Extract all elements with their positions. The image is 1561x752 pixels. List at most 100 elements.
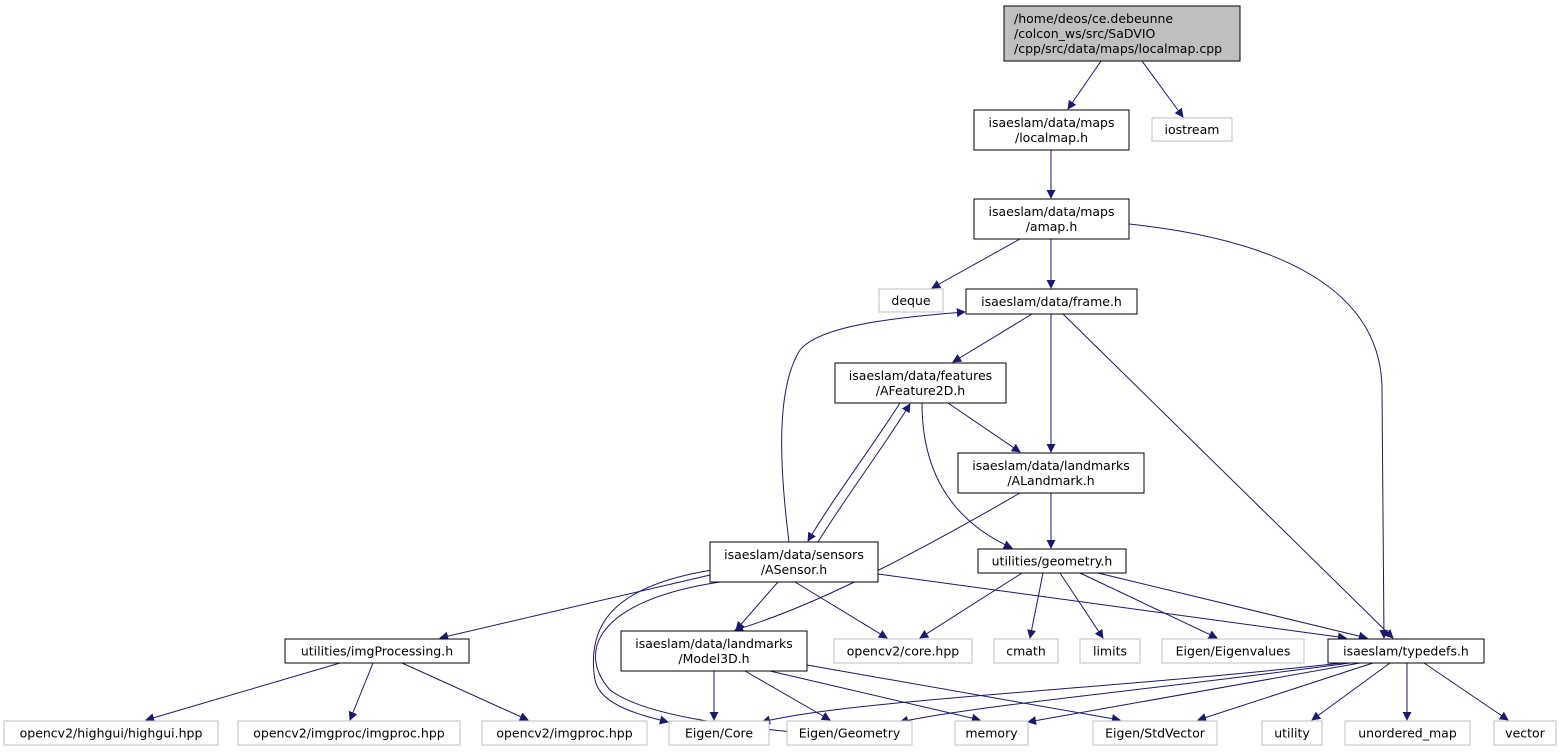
node-box <box>973 198 1130 240</box>
node-box <box>284 638 470 664</box>
node-box <box>3 720 219 746</box>
node-asensor-h[interactable]: isaeslam/data/sensors/ASensor.h <box>709 541 879 583</box>
node-label-line: limits <box>1093 644 1127 659</box>
node-cv-core: opencv2/core.hpp <box>833 638 973 664</box>
node-localmap-h[interactable]: isaeslam/data/maps/localmap.h <box>973 109 1130 151</box>
node-label-line: isaeslam/data/maps <box>988 115 1114 130</box>
edge-geometry_h-to-typedefs_h <box>1097 572 1368 641</box>
node-cmath: cmath <box>993 638 1059 664</box>
edge-typedefs_h-to-vector <box>1423 662 1509 721</box>
nodes-layer: /home/deos/ce.debeunne/colcon_ws/src/SaD… <box>3 5 1557 746</box>
edge-model3d_h-to-memory <box>769 670 981 723</box>
node-label-line: isaeslam/data/frame.h <box>981 294 1122 309</box>
node-label-line: vector <box>1505 726 1546 741</box>
node-eigen-core: Eigen/Core <box>668 720 770 746</box>
node-label-line: /cpp/src/data/maps/localmap.cpp <box>1014 41 1222 56</box>
node-frame-h[interactable]: isaeslam/data/frame.h <box>965 288 1138 315</box>
node-box <box>709 541 879 583</box>
node-label-line: /ASensor.h <box>761 562 827 577</box>
node-label-line: isaeslam/data/landmarks <box>972 458 1129 473</box>
node-box <box>1092 720 1218 746</box>
node-iostream: iostream <box>1151 117 1233 142</box>
node-label-line: utilities/imgProcessing.h <box>301 644 453 659</box>
edge-typedefs_h-to-stdvector <box>1197 662 1374 722</box>
node-label-line: /colcon_ws/src/SaDVIO <box>1014 26 1156 41</box>
node-amap-h[interactable]: isaeslam/data/maps/amap.h <box>973 198 1130 240</box>
node-box <box>1079 638 1141 664</box>
node-label-line: unordered_map <box>1358 726 1457 741</box>
edge-frame_h-to-typedefs_h <box>1062 313 1394 639</box>
node-label-line: memory <box>965 726 1018 741</box>
node-label-line: /home/deos/ce.debeunne <box>1014 11 1173 26</box>
edge-asensor_h-to-model3d_h <box>735 581 779 631</box>
node-imgprocessing-h[interactable]: utilities/imgProcessing.h <box>284 638 470 664</box>
node-root[interactable]: /home/deos/ce.debeunne/colcon_ws/src/SaD… <box>1003 5 1241 62</box>
node-unordered-map: unordered_map <box>1344 720 1471 746</box>
node-box <box>1344 720 1471 746</box>
node-label-line: cmath <box>1006 644 1046 659</box>
node-afeature2d-h[interactable]: isaeslam/data/features/AFeature2D.h <box>834 362 1007 404</box>
node-box <box>965 288 1138 315</box>
edge-afeature2d_h-to-asensor_h <box>807 402 901 542</box>
edge-frame_h-to-afeature2d_h <box>952 313 1033 363</box>
node-model3d-h[interactable]: isaeslam/data/landmarks/Model3D.h <box>620 630 808 672</box>
edge-geometry_h-to-cv_core <box>919 572 1023 639</box>
edge-imgprocessing_h-to-imgproc_nested <box>348 662 374 721</box>
node-box <box>977 548 1127 574</box>
node-box <box>237 720 461 746</box>
node-imgproc-nested: opencv2/imgproc/imgproc.hpp <box>237 720 461 746</box>
node-limits: limits <box>1079 638 1141 664</box>
edge-afeature2d_h-to-alandmark_h <box>947 402 1021 453</box>
edge-asensor_h-to-imgprocessing_h <box>439 574 711 641</box>
node-label-line: deque <box>891 293 930 308</box>
node-geometry-h[interactable]: utilities/geometry.h <box>977 548 1127 574</box>
node-deque: deque <box>878 288 944 313</box>
node-label-line: opencv2/highgui/highgui.hpp <box>20 726 203 741</box>
node-box <box>1151 117 1233 142</box>
node-label-line: isaeslam/data/landmarks <box>635 636 792 651</box>
node-eigen-geometry: Eigen/Geometry <box>786 720 913 746</box>
node-vector: vector <box>1493 720 1557 746</box>
edge-afeature2d_h-to-geometry_h <box>921 402 1013 549</box>
node-label-line: iostream <box>1165 122 1220 137</box>
node-box <box>973 109 1130 151</box>
node-memory: memory <box>954 720 1029 746</box>
edge-typedefs_h-to-memory <box>1027 662 1361 726</box>
node-box <box>1493 720 1557 746</box>
node-label-line: isaeslam/data/features <box>849 368 992 383</box>
edge-geometry_h-to-limits <box>1059 572 1104 639</box>
edge-asensor_h-to-frame_h <box>781 308 966 543</box>
edge-amap_h-to-typedefs_h <box>1128 223 1389 639</box>
node-box <box>786 720 913 746</box>
node-alandmark-h[interactable]: isaeslam/data/landmarks/ALandmark.h <box>957 452 1145 494</box>
node-label-line: Eigen/Core <box>685 726 753 741</box>
node-label-line: /Model3D.h <box>678 651 749 666</box>
node-box <box>957 452 1145 494</box>
edge-asensor_h-to-typedefs_h <box>877 573 1347 642</box>
edge-imgprocessing_h-to-imgproc <box>401 662 529 721</box>
node-box <box>834 362 1007 404</box>
edge-model3d_h-to-stdvector <box>806 664 1121 724</box>
edge-imgprocessing_h-to-highgui <box>145 662 341 723</box>
edge-asensor_h-to-cv_core <box>794 581 888 639</box>
node-typedefs-h[interactable]: isaeslam/typedefs.h <box>1327 638 1485 664</box>
node-label-line: /amap.h <box>1026 219 1078 234</box>
node-label-line: opencv2/core.hpp <box>847 644 960 659</box>
node-highgui: opencv2/highgui/highgui.hpp <box>3 720 219 746</box>
node-utility: utility <box>1261 720 1323 746</box>
edge-geometry_h-to-eigenvalues <box>1079 572 1218 639</box>
node-box <box>993 638 1059 664</box>
node-label-line: isaeslam/data/maps <box>988 204 1114 219</box>
node-label-line: utility <box>1274 726 1310 741</box>
node-label-line: isaeslam/typedefs.h <box>1343 644 1469 659</box>
node-label-line: opencv2/imgproc/imgproc.hpp <box>253 726 444 741</box>
node-box <box>1161 638 1305 664</box>
node-label-line: /localmap.h <box>1015 130 1088 145</box>
node-label-line: /AFeature2D.h <box>876 383 965 398</box>
node-label-line: Eigen/Geometry <box>799 726 901 741</box>
node-label-line: utilities/geometry.h <box>992 554 1113 569</box>
node-label-line: Eigen/Eigenvalues <box>1176 644 1291 659</box>
edges-layer <box>145 60 1509 739</box>
edge-root-to-localmap_h <box>1067 60 1102 110</box>
edge-asensor_h-to-eigen_core <box>592 569 713 725</box>
